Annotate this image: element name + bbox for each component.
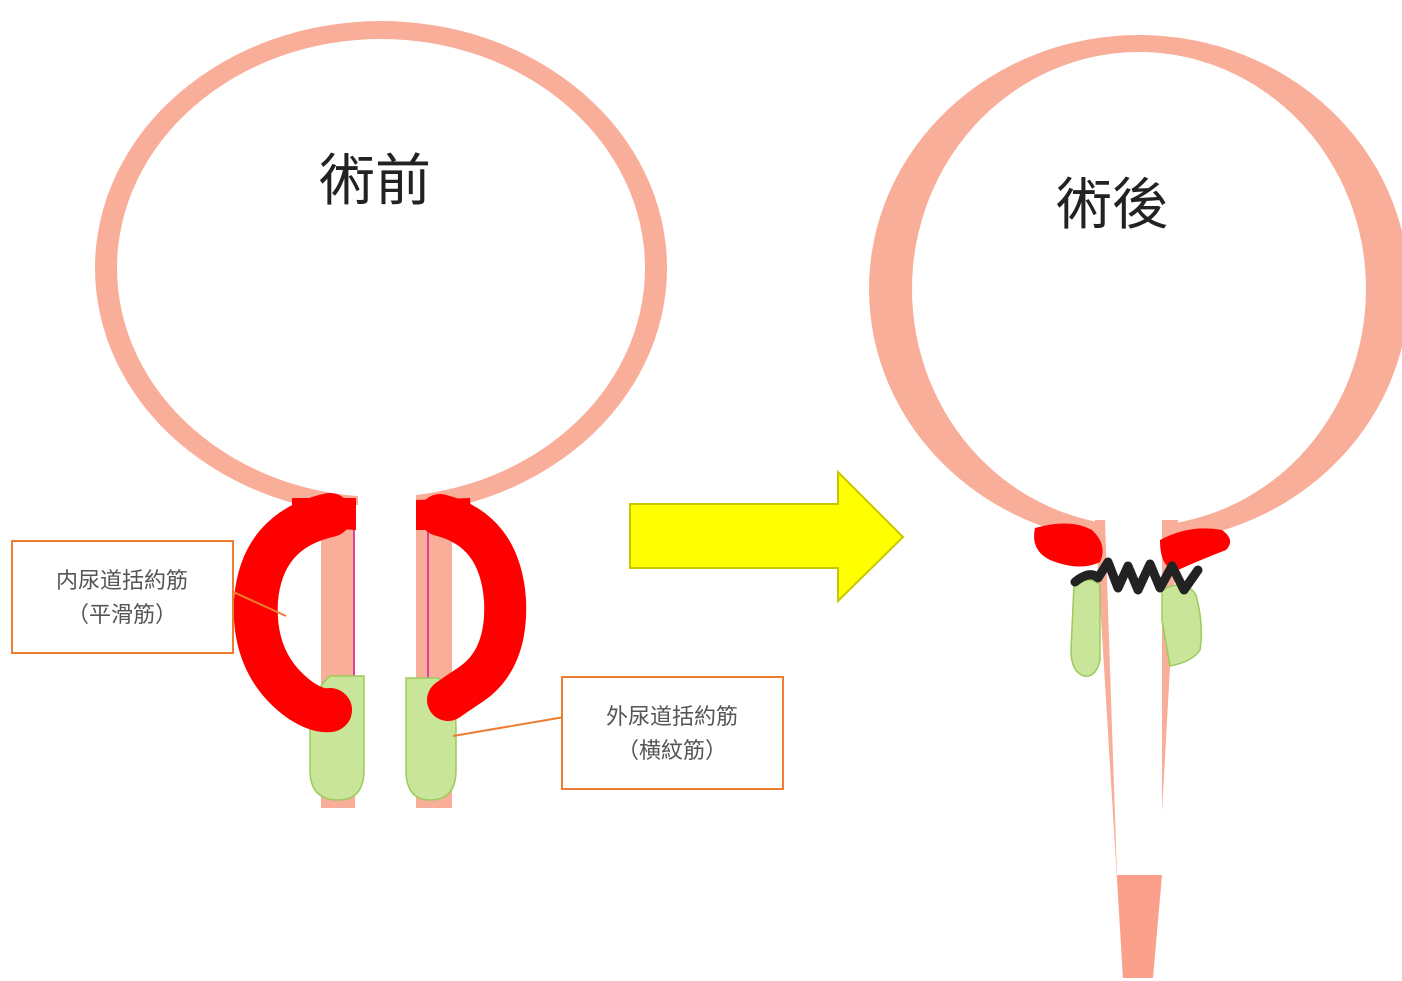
before-title: 術前 — [319, 149, 431, 214]
external-sphincter-callout: 外尿道括約筋 （横紋筋） — [453, 677, 783, 789]
transition-arrow — [630, 472, 903, 601]
after-external-sphincter-left — [1071, 580, 1100, 676]
before-panel: 術前 内尿道括約筋 （平滑筋） 外尿道括約筋 （横紋筋） — [12, 21, 783, 808]
internal-sphincter-label-line2: （平滑筋） — [67, 603, 177, 628]
before-bladder-wall — [95, 21, 667, 530]
after-panel: 術後 — [869, 35, 1402, 978]
after-bladder-wall — [869, 35, 1402, 545]
external-sphincter-label-line2: （横紋筋） — [617, 739, 727, 764]
after-title: 術後 — [1056, 173, 1168, 238]
internal-sphincter-label-line1: 内尿道括約筋 — [56, 569, 188, 594]
external-sphincter-label-line1: 外尿道括約筋 — [606, 705, 738, 730]
after-external-sphincter-right — [1162, 585, 1201, 666]
